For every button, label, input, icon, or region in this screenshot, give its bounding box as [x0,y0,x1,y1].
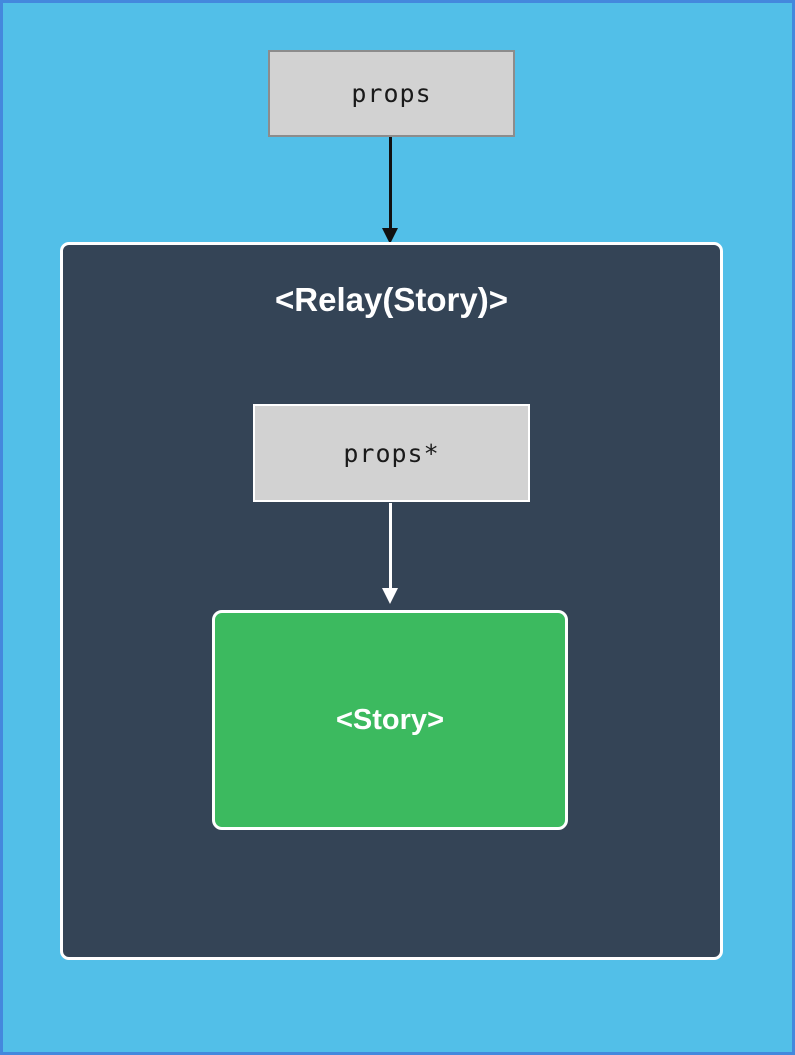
arrow-head-icon [382,588,398,604]
story-label: <Story> [336,703,444,736]
story-box: <Story> [212,610,568,830]
relay-story-container: <Relay(Story)> props* <Story> [60,242,723,960]
arrow-head-icon [382,228,398,244]
props-box: props [268,50,515,137]
relay-container-title: <Relay(Story)> [275,281,508,318]
arrow-shaft [389,137,392,228]
arrow-shaft [389,503,392,588]
props-star-label: props* [343,438,440,468]
props-label: props [351,79,432,108]
props-star-box: props* [253,404,530,502]
